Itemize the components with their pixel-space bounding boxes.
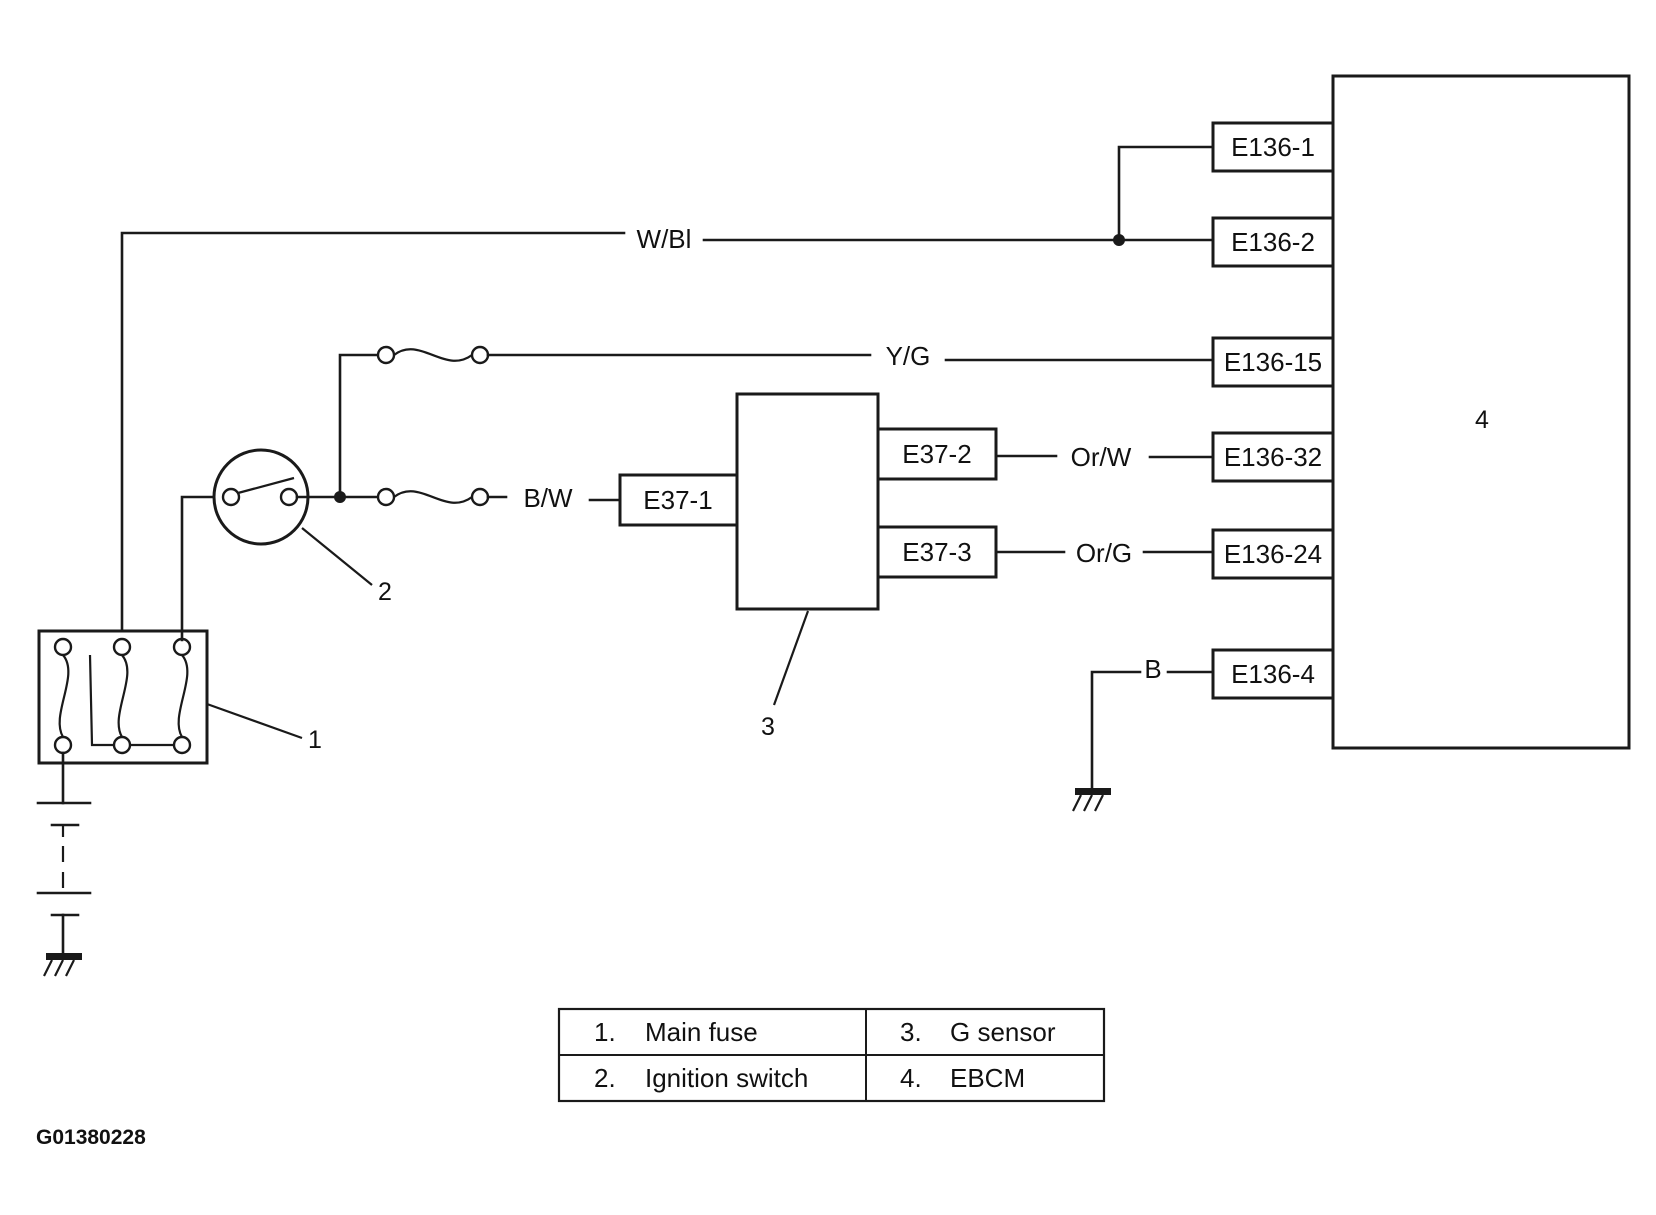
- ebcm-box: [1331, 74, 1631, 750]
- connector-e136-24: E136-24: [1211, 528, 1335, 580]
- ignition-switch-callout: 2: [378, 578, 392, 606]
- svg-text:E136-2: E136-2: [1231, 227, 1315, 257]
- svg-text:E136-1: E136-1: [1231, 132, 1315, 162]
- wire-branch-e136-1: [1117, 145, 1215, 242]
- svg-text:E136-4: E136-4: [1231, 659, 1315, 689]
- legend-table: 1. Main fuse 2. Ignition switch 3. G sen…: [557, 1007, 1106, 1103]
- connector-e136-2: E136-2: [1211, 216, 1335, 268]
- wire-label-b: B: [1144, 654, 1161, 684]
- g-sensor-leader: [772, 610, 810, 706]
- svg-text:E136-24: E136-24: [1224, 539, 1322, 569]
- main-fuse-callout: 1: [308, 726, 322, 754]
- main-fuse: [37, 629, 209, 765]
- wire-w-bl: [120, 231, 626, 642]
- figure-code: G01380228: [36, 1126, 146, 1149]
- ebcm-callout: 4: [1475, 406, 1489, 434]
- svg-text:E37-3: E37-3: [902, 537, 971, 567]
- ground-icon: [43, 953, 82, 977]
- connector-e37-1: E37-1: [618, 473, 739, 527]
- connector-e37-3: E37-3: [876, 525, 998, 579]
- legend-num-2: 2.: [594, 1063, 616, 1093]
- legend-label-2: Ignition switch: [645, 1063, 808, 1093]
- wire-label-b-w: B/W: [523, 483, 573, 513]
- connector-e37-2: E37-2: [876, 427, 998, 481]
- legend-num-3: 3.: [900, 1017, 922, 1047]
- g-sensor-callout: 3: [761, 713, 775, 741]
- main-fuse-leader: [206, 702, 303, 740]
- battery-symbol: [36, 751, 92, 957]
- ground-icon: [1072, 788, 1111, 812]
- legend-label-3: G sensor: [950, 1017, 1056, 1047]
- svg-text:E37-2: E37-2: [902, 439, 971, 469]
- fuse-b-w: [376, 487, 490, 507]
- fuse-y-g: [376, 345, 490, 365]
- splice-w-bl: [1113, 234, 1125, 246]
- legend-num-4: 4.: [900, 1063, 922, 1093]
- connector-e136-15: E136-15: [1211, 336, 1335, 388]
- ignition-switch: [212, 448, 310, 546]
- svg-text:E136-32: E136-32: [1224, 442, 1322, 472]
- g-sensor-box: [735, 392, 880, 611]
- connector-e136-4: E136-4: [1211, 648, 1335, 700]
- wire-fuse-to-ignition: [180, 495, 226, 642]
- ignition-switch-leader: [301, 527, 373, 586]
- wire-label-y-g: Y/G: [886, 341, 931, 371]
- legend-label-1: Main fuse: [645, 1017, 758, 1047]
- wire-label-or-w: Or/W: [1071, 442, 1132, 472]
- connector-e136-1: E136-1: [1211, 121, 1335, 173]
- wire-label-or-g: Or/G: [1076, 538, 1132, 568]
- legend-num-1: 1.: [594, 1017, 616, 1047]
- connector-e136-32: E136-32: [1211, 431, 1335, 483]
- wire-y-g-riser: [338, 353, 381, 499]
- legend-label-4: EBCM: [950, 1063, 1025, 1093]
- wire-label-w-bl: W/Bl: [637, 224, 692, 254]
- svg-text:E136-15: E136-15: [1224, 347, 1322, 377]
- svg-text:E37-1: E37-1: [643, 485, 712, 515]
- wire-b-ground: [1090, 670, 1142, 792]
